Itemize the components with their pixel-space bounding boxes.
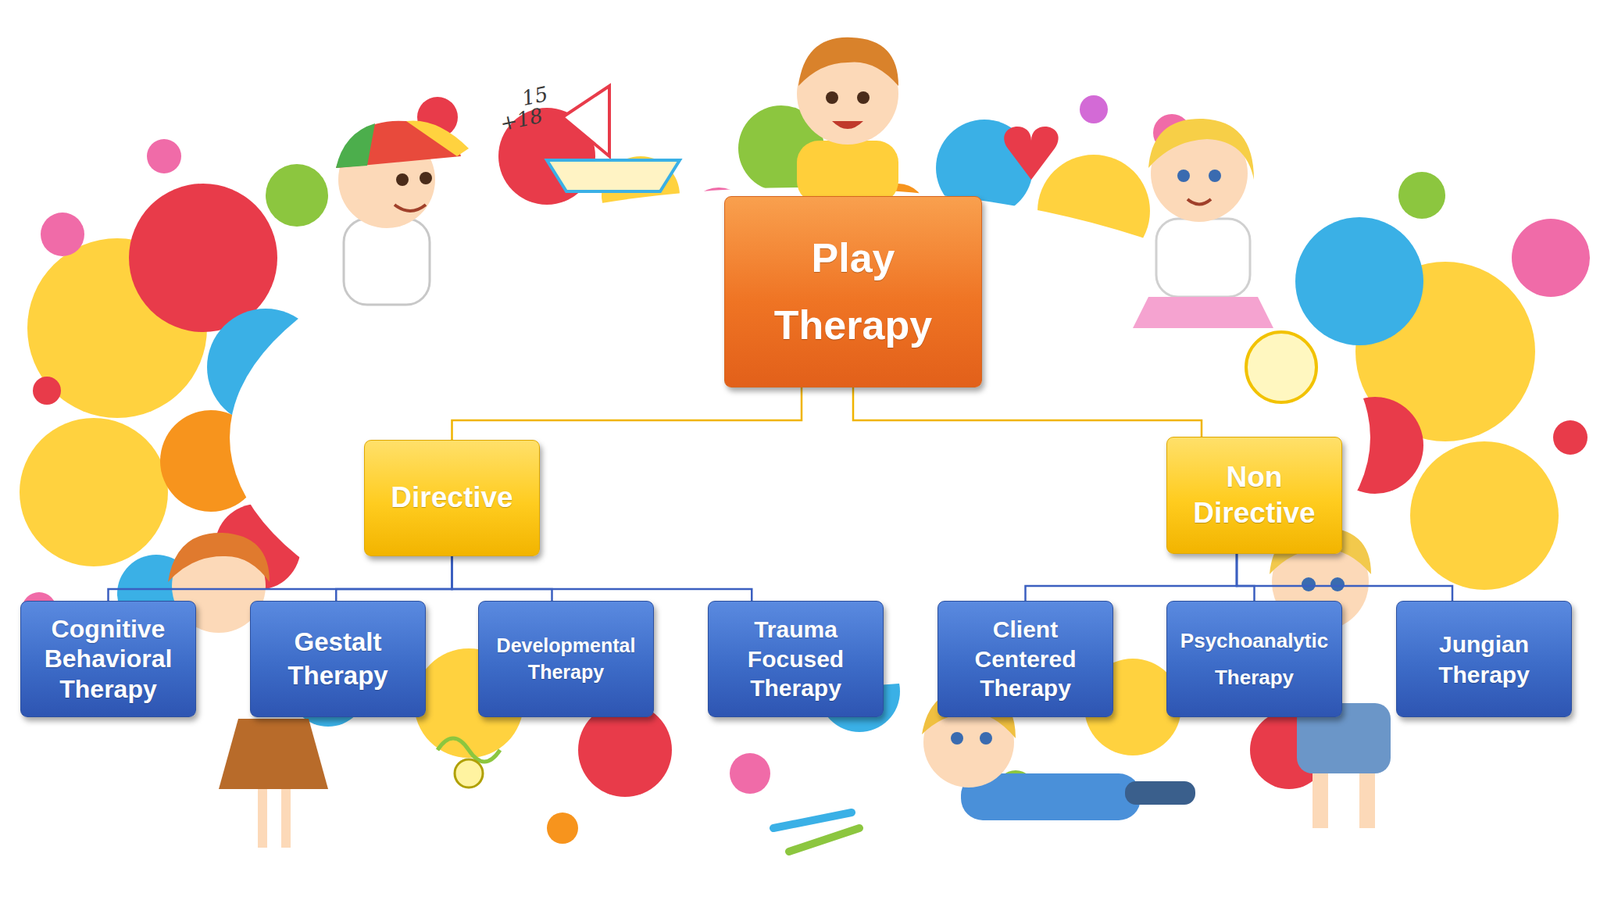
therapy-box: Gestalt Therapy: [250, 600, 426, 718]
illustration-shape: [546, 160, 680, 192]
illustration-shape: [1553, 420, 1588, 455]
therapy-box: Jungian Therapy: [1396, 600, 1572, 718]
therapy-box: Client Centered Therapy: [937, 600, 1114, 718]
illustration-shape: [335, 120, 469, 305]
node-label: Trauma Focused Therapy: [717, 614, 875, 704]
paint-splashes: [19, 96, 1590, 844]
illustration-shape: [950, 732, 964, 745]
node-label: Jungian Therapy: [1406, 628, 1563, 690]
node-label: Directive: [390, 479, 513, 516]
tree-connector: [452, 556, 753, 601]
illustration-shape: [406, 120, 469, 157]
illustration-shape: [796, 37, 899, 204]
illustration-shape: [773, 812, 852, 829]
illustration-shape: [1295, 217, 1424, 346]
therapy-box: Trauma Focused Therapy: [707, 600, 884, 718]
illustration-shape: [1208, 169, 1222, 183]
illustration-shape: [578, 703, 672, 797]
illustration-shape: [394, 204, 426, 211]
category-box: Directive: [364, 439, 540, 557]
tree-connector: [1236, 553, 1453, 601]
tree-connector: [1025, 553, 1238, 601]
illustration-shape: [257, 789, 268, 848]
illustration-shape: [729, 753, 771, 794]
illustration-shape: [1187, 199, 1211, 205]
therapy-box: Cognitive Behavioral Therapy: [20, 600, 197, 718]
root-box: Play Therapy: [724, 196, 983, 388]
illustration-shape: [40, 212, 85, 257]
illustration-shape: [1132, 118, 1274, 329]
illustration-shape: [167, 532, 270, 583]
illustration-shape: [1359, 773, 1375, 829]
illustration-shape: [419, 171, 433, 185]
kid-figures: [167, 37, 1391, 848]
therapy-box: Developmental Therapy: [478, 600, 654, 718]
illustration-shape: [396, 173, 409, 186]
illustration-shape: [1125, 781, 1196, 805]
node-label: Developmental Therapy: [482, 632, 650, 686]
illustration-shape: [343, 218, 430, 305]
illustration-shape: [979, 732, 993, 745]
illustration-shape: [789, 828, 860, 852]
illustration-shape: [1398, 171, 1446, 219]
illustration-shape: [798, 37, 899, 86]
tree-connector: [335, 556, 452, 601]
illustration-shape: [857, 91, 870, 104]
illustration-shape: [1156, 218, 1250, 297]
illustration-shape: [825, 91, 839, 104]
illustration-shape: [1003, 126, 1058, 180]
therapy-box: Psychoanalytic Therapy: [1166, 600, 1343, 718]
illustration-shape: [1148, 118, 1254, 180]
illustration-shape: [1079, 95, 1108, 124]
illustration-shape: [1410, 441, 1559, 590]
illustration-shape: [546, 812, 579, 844]
node-label: Gestalt Therapy: [260, 625, 417, 693]
node-label: Client Centered Therapy: [947, 614, 1104, 704]
illustration-shape: [19, 417, 168, 567]
node-label: Psychoanalytic Therapy: [1169, 622, 1340, 697]
illustration-shape: [265, 164, 329, 227]
illustration-shape: [1301, 577, 1316, 592]
node-label: Cognitive Behavioral Therapy: [24, 614, 193, 704]
illustration-shape: [335, 123, 375, 168]
tree-connector: [452, 556, 553, 601]
illustration-shape: [218, 718, 329, 790]
illustration-shape: [1177, 169, 1190, 183]
illustration-shape: [1312, 773, 1329, 829]
tree-connector: [853, 387, 1202, 437]
illustration-shape: [796, 140, 899, 204]
node-label: Non Directive: [1176, 459, 1333, 533]
node-label: Play Therapy: [763, 225, 943, 360]
illustration-shape: [1246, 332, 1317, 403]
illustration-shape: [562, 85, 610, 157]
illustration-shape: [146, 139, 182, 174]
illustration-shape: [32, 376, 61, 405]
tree-connector: [108, 556, 453, 601]
illustration-shape: [832, 121, 864, 129]
tree-connector: [452, 387, 803, 440]
tree-connector: [1236, 553, 1255, 601]
illustration-shape: [1132, 296, 1274, 329]
illustration-shape: [454, 759, 483, 788]
illustration-shape: [281, 789, 291, 848]
illustration-shape: [1511, 218, 1590, 297]
category-box: Non Directive: [1166, 436, 1343, 554]
illustration-shape: [1330, 577, 1345, 592]
